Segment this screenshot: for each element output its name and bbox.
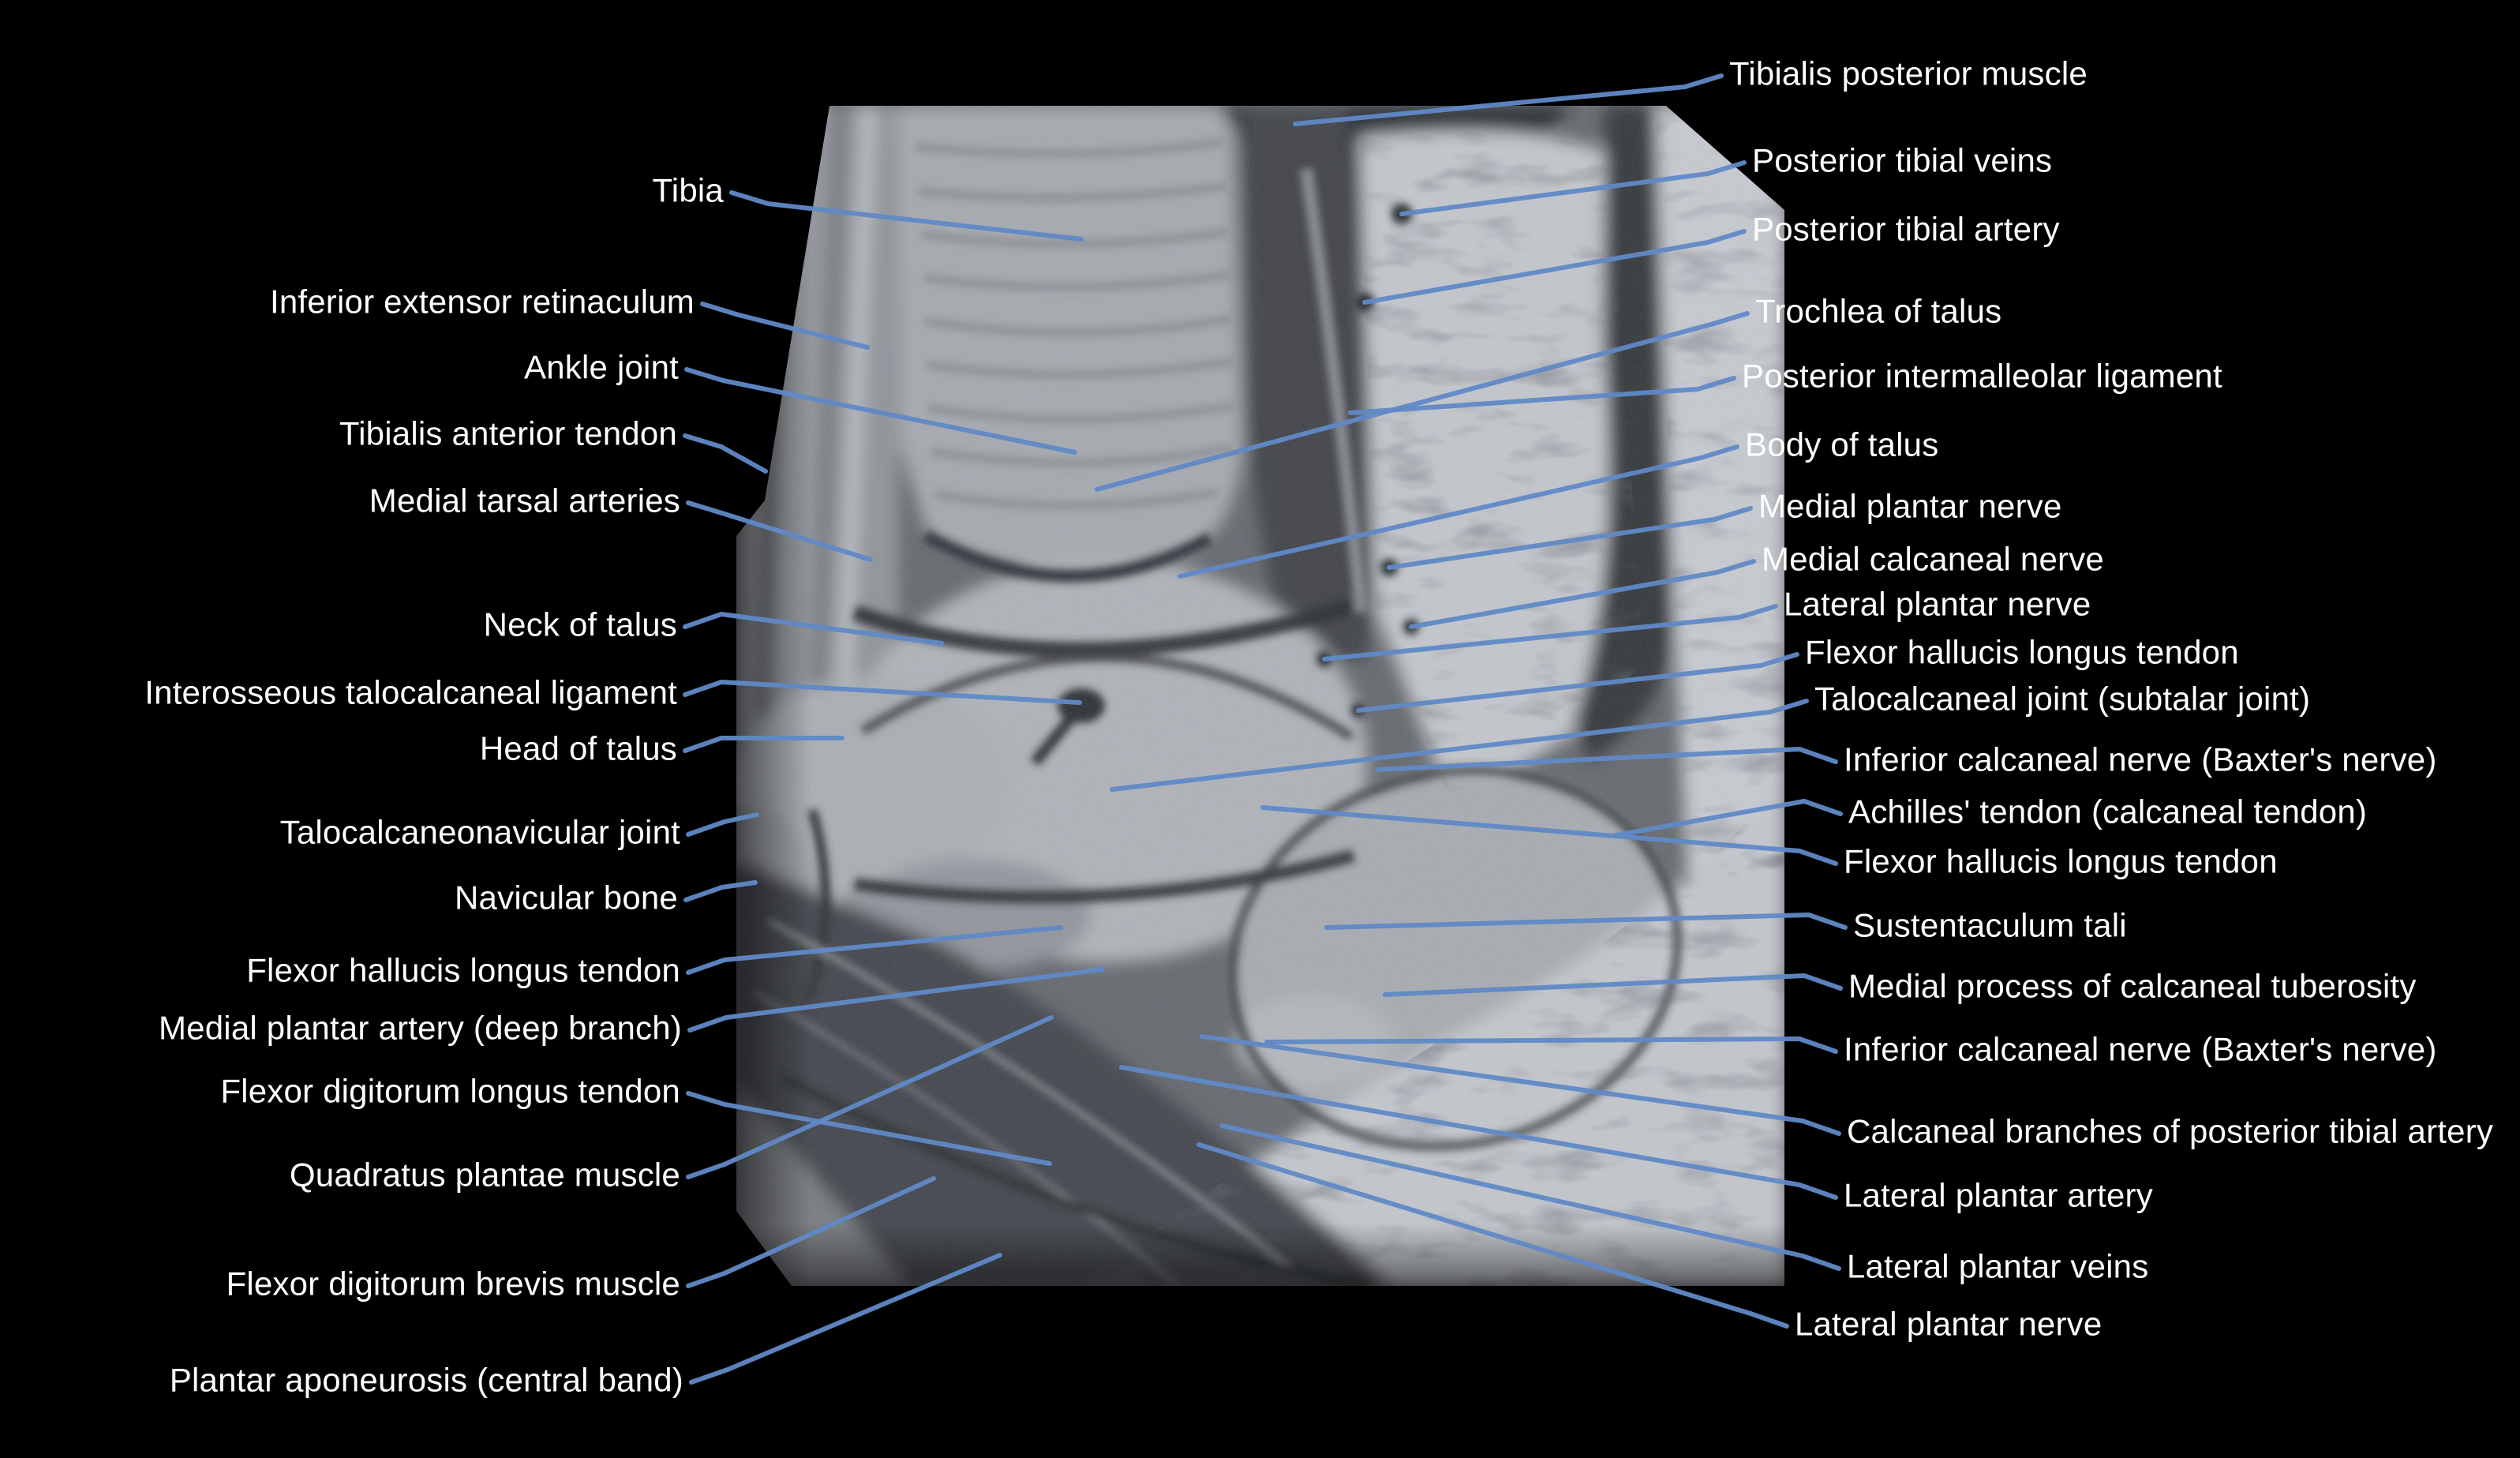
- anatomy-label: Posterior intermalleolar ligament: [1742, 357, 2222, 395]
- anatomy-label: Tibia: [652, 171, 724, 209]
- mri-image: [736, 106, 1784, 1286]
- anatomy-label: Neck of talus: [483, 605, 677, 643]
- leader-line: [683, 680, 1082, 705]
- leader-line: [1614, 799, 1843, 838]
- anatomy-label: Lateral plantar artery: [1844, 1176, 2153, 1214]
- leader-line: [686, 1015, 1054, 1179]
- anatomy-label: Ankle joint: [524, 348, 679, 386]
- leader-line: [1219, 1123, 1841, 1271]
- leader-line: [1324, 913, 1848, 930]
- anatomy-label: Medial calcaneal nerve: [1762, 540, 2104, 578]
- leader-line: [684, 367, 1077, 455]
- anatomy-label: Inferior calcaneal nerve (Baxter's nerve…: [1844, 740, 2437, 778]
- leader-line: [683, 880, 758, 902]
- leader-line: [1409, 559, 1756, 629]
- leader-line: [1095, 311, 1750, 492]
- anatomy-label: Talocalcaneal joint (subtalar joint): [1814, 680, 2311, 718]
- anatomy-label: Trochlea of talus: [1755, 292, 2002, 330]
- leader-line: [700, 302, 870, 350]
- anatomy-label: Plantar aponeurosis (central band): [169, 1361, 683, 1399]
- anatomy-label: Posterior tibial veins: [1752, 141, 2053, 179]
- leader-line: [729, 190, 1084, 242]
- anatomy-label: Calcaneal branches of posterior tibial a…: [1847, 1112, 2494, 1150]
- anatomy-label: Medial process of calcaneal tuberosity: [1848, 967, 2417, 1005]
- leader-line: [686, 812, 759, 837]
- anatomy-label: Lateral plantar nerve: [1784, 585, 2091, 623]
- leader-line: [1383, 973, 1843, 997]
- leader-line: [686, 1091, 1052, 1166]
- anatomy-label: Flexor digitorum brevis muscle: [226, 1265, 680, 1302]
- anatomy-label: Posterior tibial artery: [1752, 210, 2060, 248]
- leader-line: [683, 612, 944, 646]
- anatomy-label: Medial tarsal arteries: [369, 482, 680, 519]
- leader-line: [1348, 376, 1736, 415]
- leader-line: [1264, 1036, 1838, 1054]
- leader-line: [1178, 444, 1739, 579]
- leader-line: [1387, 506, 1753, 570]
- leader-line: [1375, 747, 1838, 772]
- leader-line: [1110, 699, 1809, 792]
- anatomy-label: Lateral plantar nerve: [1795, 1305, 2102, 1343]
- anatomy-label: Achilles' tendon (calcaneal tendon): [1848, 793, 2368, 830]
- anatomy-label: Medial plantar nerve: [1758, 487, 2062, 525]
- leader-line: [1200, 1034, 1841, 1136]
- anatomy-label: Tibialis posterior muscle: [1729, 54, 2088, 92]
- leader-line: [1322, 604, 1778, 662]
- anatomy-label: Talocalcaneonavicular joint: [279, 813, 680, 851]
- anatomy-label: Tibialis anterior tendon: [339, 414, 677, 452]
- leader-line: [683, 433, 768, 474]
- anatomy-label: Inferior extensor retinaculum: [269, 283, 695, 320]
- anatomy-label: Body of talus: [1745, 425, 1939, 463]
- anatomy-label: Flexor hallucis longus tendon: [246, 951, 680, 989]
- mri-art: [736, 106, 1784, 1286]
- leader-line: [1356, 652, 1799, 713]
- anatomy-label: Lateral plantar veins: [1847, 1247, 2149, 1285]
- leader-line: [686, 500, 873, 562]
- anatomy-label: Flexor hallucis longus tendon: [1805, 633, 2239, 671]
- leader-line: [1399, 160, 1747, 216]
- anatomy-label: Flexor hallucis longus tendon: [1844, 842, 2278, 880]
- anatomy-label: Quadratus plantae muscle: [289, 1156, 680, 1194]
- leader-line: [689, 1253, 1002, 1385]
- leader-line: [683, 736, 844, 753]
- anatomy-label: Navicular bone: [455, 879, 678, 916]
- leader-line: [686, 925, 1063, 975]
- anatomy-label: Medial plantar artery (deep branch): [158, 1009, 682, 1047]
- anatomy-label: Flexor digitorum longus tendon: [220, 1072, 680, 1110]
- leader-line: [1260, 805, 1838, 866]
- leader-line: [1362, 229, 1747, 305]
- leader-line: [1293, 73, 1724, 126]
- leader-line: [687, 967, 1105, 1033]
- leader-line: [686, 1176, 936, 1288]
- anatomy-label: Head of talus: [479, 729, 677, 767]
- anatomy-label: Inferior calcaneal nerve (Baxter's nerve…: [1844, 1030, 2437, 1068]
- leader-line: [1119, 1065, 1838, 1200]
- anatomy-label: Interosseous talocalcaneal ligament: [144, 673, 677, 711]
- anatomy-label: Sustentaculum tali: [1853, 906, 2127, 944]
- leader-line: [1196, 1142, 1789, 1329]
